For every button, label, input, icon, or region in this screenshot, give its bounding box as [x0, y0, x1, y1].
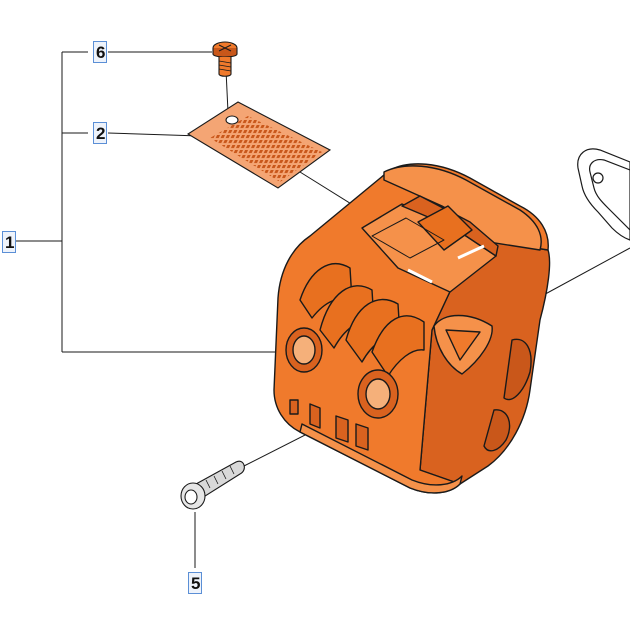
spark-screen-2: [186, 101, 332, 189]
callout-2[interactable]: 2: [93, 122, 107, 144]
muffler: [273, 163, 551, 494]
callout-6[interactable]: 6: [93, 41, 107, 63]
gasket: [577, 148, 630, 241]
callout-5[interactable]: 5: [188, 572, 202, 594]
leader-2: [107, 132, 201, 137]
bolt-5: [180, 460, 245, 510]
bracket-1: [16, 51, 280, 353]
leader-6-to-screen: [225, 69, 229, 113]
screw-6: [212, 41, 238, 77]
callout-1[interactable]: 1: [2, 231, 16, 253]
leader-gasket: [537, 247, 630, 299]
